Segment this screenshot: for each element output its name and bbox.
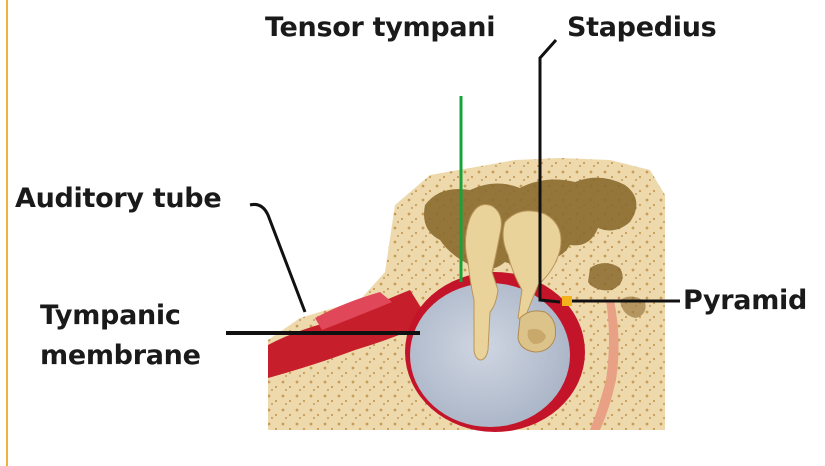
label-stapedius: Stapedius bbox=[567, 12, 716, 44]
pyramid-mark bbox=[562, 296, 572, 306]
label-membrane: membrane bbox=[40, 340, 201, 372]
label-auditory-tube: Auditory tube bbox=[15, 183, 221, 215]
cavity-small bbox=[588, 263, 623, 290]
label-tympanic: Tympanic bbox=[40, 300, 181, 332]
label-pyramid: Pyramid bbox=[683, 285, 807, 317]
auditory-tube-pointer bbox=[250, 204, 305, 312]
label-tensor-tympani: Tensor tympani bbox=[265, 12, 495, 44]
